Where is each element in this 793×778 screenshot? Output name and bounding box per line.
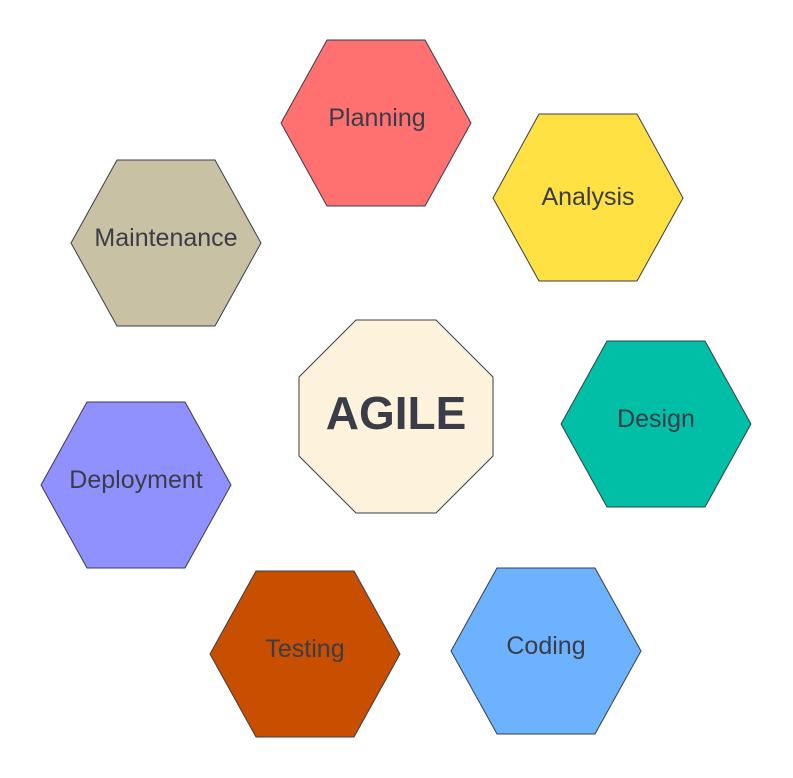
phase-label-coding: Coding bbox=[506, 632, 585, 660]
phase-hexagon bbox=[70, 159, 262, 327]
phase-node-analysis: Analysis bbox=[492, 113, 684, 282]
phase-node-maintenance: Maintenance bbox=[70, 159, 262, 327]
center-label: AGILE bbox=[326, 387, 467, 439]
phase-label-analysis: Analysis bbox=[541, 183, 634, 211]
center-octagon bbox=[298, 319, 494, 514]
phase-hexagon bbox=[40, 401, 232, 569]
phase-node-planning: Planning bbox=[280, 39, 472, 207]
phase-node-deployment: Deployment bbox=[40, 401, 232, 569]
phase-node-coding: Coding bbox=[450, 567, 642, 735]
phase-hexagon bbox=[280, 39, 472, 207]
phase-node-testing: Testing bbox=[209, 570, 401, 738]
phase-label-deployment: Deployment bbox=[69, 466, 202, 494]
phase-label-testing: Testing bbox=[265, 635, 344, 663]
phase-hexagon bbox=[450, 567, 642, 735]
phase-node-design: Design bbox=[560, 340, 752, 508]
phase-label-planning: Planning bbox=[328, 104, 425, 132]
phase-label-design: Design bbox=[617, 405, 695, 433]
center-node: AGILE bbox=[298, 319, 494, 514]
phase-hexagon bbox=[209, 570, 401, 738]
phase-hexagon bbox=[560, 340, 752, 508]
phase-label-maintenance: Maintenance bbox=[94, 224, 237, 252]
phase-hexagon bbox=[492, 113, 684, 282]
